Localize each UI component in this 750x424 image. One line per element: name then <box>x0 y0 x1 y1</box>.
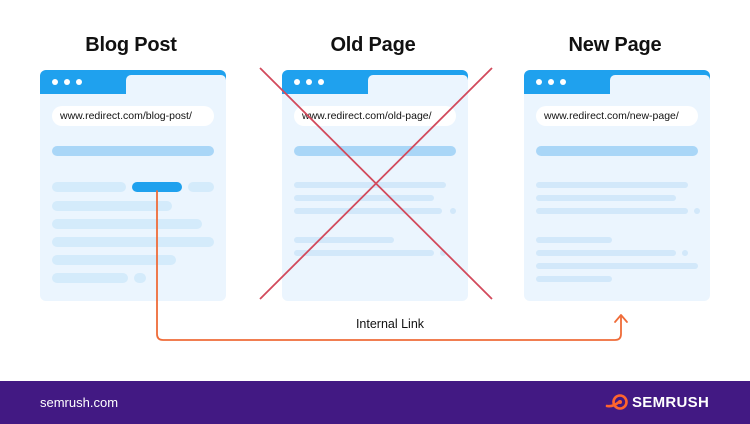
browser-tab <box>126 75 226 94</box>
window-dot-icon <box>52 79 58 85</box>
internal-link-anchor <box>132 182 182 192</box>
address-bar: www.redirect.com/blog-post/ <box>52 106 214 126</box>
text-line <box>294 195 434 201</box>
window-dot-icon <box>306 79 312 85</box>
window-dot-icon <box>536 79 542 85</box>
text-dot <box>694 208 700 214</box>
text-line <box>52 255 176 265</box>
text-line <box>536 250 676 256</box>
new-page-title: New Page <box>568 34 662 56</box>
text-line <box>536 208 688 214</box>
text-line <box>52 182 126 192</box>
window-dot-icon <box>294 79 300 85</box>
text-line <box>536 263 698 269</box>
text-line <box>536 276 612 282</box>
page-heading-bar <box>536 146 698 156</box>
text-line <box>536 195 676 201</box>
connector-overlay <box>156 67 628 341</box>
text-dot <box>682 250 688 256</box>
text-line <box>294 237 394 243</box>
text-dot <box>440 250 446 256</box>
text-line <box>294 250 434 256</box>
browser-tab <box>368 75 468 94</box>
page-heading-bar <box>294 146 456 156</box>
browser-title-bar <box>524 70 710 94</box>
text-line <box>52 273 128 283</box>
text-line <box>52 201 172 211</box>
text-line <box>536 237 612 243</box>
text-dot <box>450 208 456 214</box>
window-dot-icon <box>318 79 324 85</box>
window-dot-icon <box>76 79 82 85</box>
blog-post-title: Blog Post <box>85 34 177 56</box>
window-dot-icon <box>64 79 70 85</box>
internal-link-label: Internal Link <box>355 317 425 331</box>
window-dot-icon <box>560 79 566 85</box>
footer-site-text: semrush.com <box>40 395 119 410</box>
page-heading-bar <box>52 146 214 156</box>
address-bar-url: www.redirect.com/blog-post/ <box>60 110 192 122</box>
text-line <box>188 182 214 192</box>
text-dot <box>134 273 146 283</box>
text-line <box>294 182 446 188</box>
browser-title-bar <box>40 70 226 94</box>
window-dot-icon <box>548 79 554 85</box>
diagram-canvas: Blog Post Old Page New Page www.redirect… <box>40 34 710 341</box>
internal-link-arrow <box>156 190 622 341</box>
text-line <box>52 237 214 247</box>
new-page-browser: www.redirect.com/new-page/ <box>524 70 710 301</box>
text-line <box>294 208 442 214</box>
address-bar-url: www.redirect.com/new-page/ <box>544 110 679 122</box>
cross-out-line <box>259 67 493 300</box>
address-bar: www.redirect.com/old-page/ <box>294 106 456 126</box>
browser-tab <box>610 75 710 94</box>
blog-post-browser: www.redirect.com/blog-post/ <box>40 70 226 301</box>
address-bar-url: www.redirect.com/old-page/ <box>302 110 432 122</box>
text-line <box>52 219 202 229</box>
browser-title-bar <box>282 70 468 94</box>
brand-name: SEMRUSH <box>632 394 710 411</box>
footer-banner: semrush.com SEMRUSH <box>0 381 750 424</box>
old-page-title: Old Page <box>330 34 416 56</box>
address-bar: www.redirect.com/new-page/ <box>536 106 698 126</box>
text-line <box>536 182 688 188</box>
semrush-logo-icon <box>605 394 628 410</box>
arrow-head-icon <box>614 314 628 323</box>
